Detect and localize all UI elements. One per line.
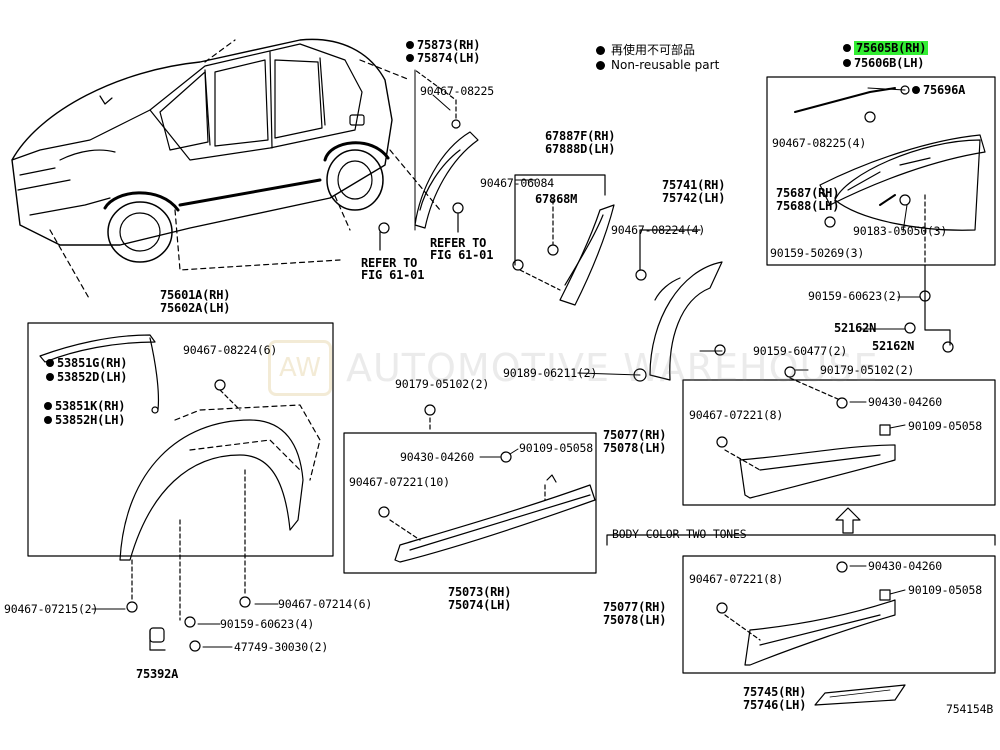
part-label-67868m[interactable]: 67868M <box>535 192 578 206</box>
part-label-75745[interactable]: 75745(RH) <box>743 685 807 699</box>
part-label-75601a[interactable]: 75601A(RH) <box>160 288 231 302</box>
front-flare-box <box>27 322 334 652</box>
fig-label-1[interactable]: FIG 61-01 <box>361 268 425 282</box>
part-label-75606b[interactable]: 75606B(LH) <box>843 57 924 70</box>
part-label-75741[interactable]: 75741(RH) <box>662 178 726 192</box>
part-label-90179-05102-right[interactable]: 90179-05102(2) <box>820 363 915 377</box>
fastener-symbols-right <box>904 264 954 353</box>
part-label-90109-05058-mid[interactable]: 90109-05058 <box>519 441 593 455</box>
part-label-47749-30030[interactable]: 47749-30030(2) <box>234 640 329 654</box>
part-label-90109-05058-right[interactable]: 90109-05058 <box>908 419 982 433</box>
emblem-part <box>814 684 906 706</box>
part-label-90430-04260-right[interactable]: 90430-04260 <box>868 395 942 409</box>
two-tones-bracket <box>606 534 996 546</box>
part-label-75742[interactable]: 75742(LH) <box>662 191 726 205</box>
part-label-90467-06084[interactable]: 90467-06084 <box>480 176 554 190</box>
part-label-53852d[interactable]: 53852D(LH) <box>46 371 127 384</box>
part-label-90467-07214[interactable]: 90467-07214(6) <box>278 597 373 611</box>
part-label-75077-b[interactable]: 75077(RH) <box>603 600 667 614</box>
quarter-molding-part <box>378 69 479 251</box>
part-label-75392a[interactable]: 75392A <box>136 667 179 681</box>
part-label-75602a[interactable]: 75602A(LH) <box>160 301 231 315</box>
up-arrow-symbol <box>835 507 861 534</box>
part-label-75077-a[interactable]: 75077(RH) <box>603 428 667 442</box>
part-label-53851g[interactable]: 53851G(RH) <box>46 357 127 370</box>
leader-lines <box>91 87 921 648</box>
part-label-67888d[interactable]: 67888D(LH) <box>545 142 616 156</box>
part-label-53851k[interactable]: 53851K(RH) <box>44 400 125 413</box>
diagram-reference-id: 754154B <box>946 702 994 716</box>
part-label-90159-60623-4[interactable]: 90159-60623(4) <box>220 617 315 631</box>
part-label-90467-07215[interactable]: 90467-07215(2) <box>4 602 99 616</box>
two-tones-label[interactable]: BODY COLOR-TWO-TONES <box>612 527 747 541</box>
part-label-75874[interactable]: 75874(LH) <box>406 52 480 65</box>
part-label-90467-07221-10[interactable]: 90467-07221(10) <box>349 475 450 489</box>
part-label-75687[interactable]: 75687(RH) <box>776 186 840 200</box>
part-label-90430-04260-mid[interactable]: 90430-04260 <box>400 450 474 464</box>
fig-label-2[interactable]: FIG 61-01 <box>430 248 494 262</box>
part-label-75605b-text: 75605B(RH) <box>854 41 929 55</box>
right-top-box <box>766 76 996 266</box>
part-label-90159-50269[interactable]: 90159-50269(3) <box>770 246 865 260</box>
part-label-75873[interactable]: 75873(RH) <box>406 39 480 52</box>
part-label-75078-a[interactable]: 75078(LH) <box>603 441 667 455</box>
part-label-75074[interactable]: 75074(LH) <box>448 598 512 612</box>
part-label-90159-60623-2[interactable]: 90159-60623(2) <box>808 289 903 303</box>
part-label-75696a[interactable]: 75696A <box>912 84 965 97</box>
legend-reuse-jp: 再使用不可部品 <box>596 43 695 58</box>
mud-guard-part <box>512 174 615 306</box>
part-label-90467-07221-8a[interactable]: 90467-07221(8) <box>689 408 784 422</box>
rocker-molding-box <box>343 404 597 574</box>
part-label-90430-04260-bottom[interactable]: 90430-04260 <box>868 559 942 573</box>
vehicle-illustration <box>11 38 441 301</box>
part-label-67887f[interactable]: 67887F(RH) <box>545 129 616 143</box>
refer-label-2[interactable]: REFER TO <box>430 236 487 250</box>
rear-flare-part <box>633 229 726 382</box>
door-molding-box-b <box>682 555 996 674</box>
part-label-90467-08225[interactable]: 90467-08225 <box>420 84 494 98</box>
part-label-52162n-a[interactable]: 52162N <box>834 321 877 335</box>
part-label-90467-08224-6[interactable]: 90467-08224(6) <box>183 343 278 357</box>
part-label-52162n-b[interactable]: 52162N <box>872 339 915 353</box>
part-label-90467-08224-4[interactable]: 90467-08224(4) <box>611 223 706 237</box>
part-label-75078-b[interactable]: 75078(LH) <box>603 613 667 627</box>
part-label-90467-07221-8b[interactable]: 90467-07221(8) <box>689 572 784 586</box>
part-label-90109-05058-bottom[interactable]: 90109-05058 <box>908 583 982 597</box>
part-label-75746[interactable]: 75746(LH) <box>743 698 807 712</box>
part-label-75605b[interactable]: 75605B(RH) <box>843 41 929 55</box>
part-label-53852h[interactable]: 53852H(LH) <box>44 414 125 427</box>
refer-label-1[interactable]: REFER TO <box>361 256 418 270</box>
part-label-75073[interactable]: 75073(RH) <box>448 585 512 599</box>
part-label-90467-08225-4[interactable]: 90467-08225(4) <box>772 136 867 150</box>
part-label-75688[interactable]: 75688(LH) <box>776 199 840 213</box>
part-label-90189-06211[interactable]: 90189-06211(2) <box>503 366 598 380</box>
part-label-90179-05102-mid[interactable]: 90179-05102(2) <box>395 377 490 391</box>
part-label-90183-05050[interactable]: 90183-05050(3) <box>853 224 948 238</box>
door-molding-box-a <box>682 366 996 506</box>
part-label-90159-60477[interactable]: 90159-60477(2) <box>753 344 848 358</box>
legend-reuse-en: Non-reusable part <box>596 58 719 73</box>
